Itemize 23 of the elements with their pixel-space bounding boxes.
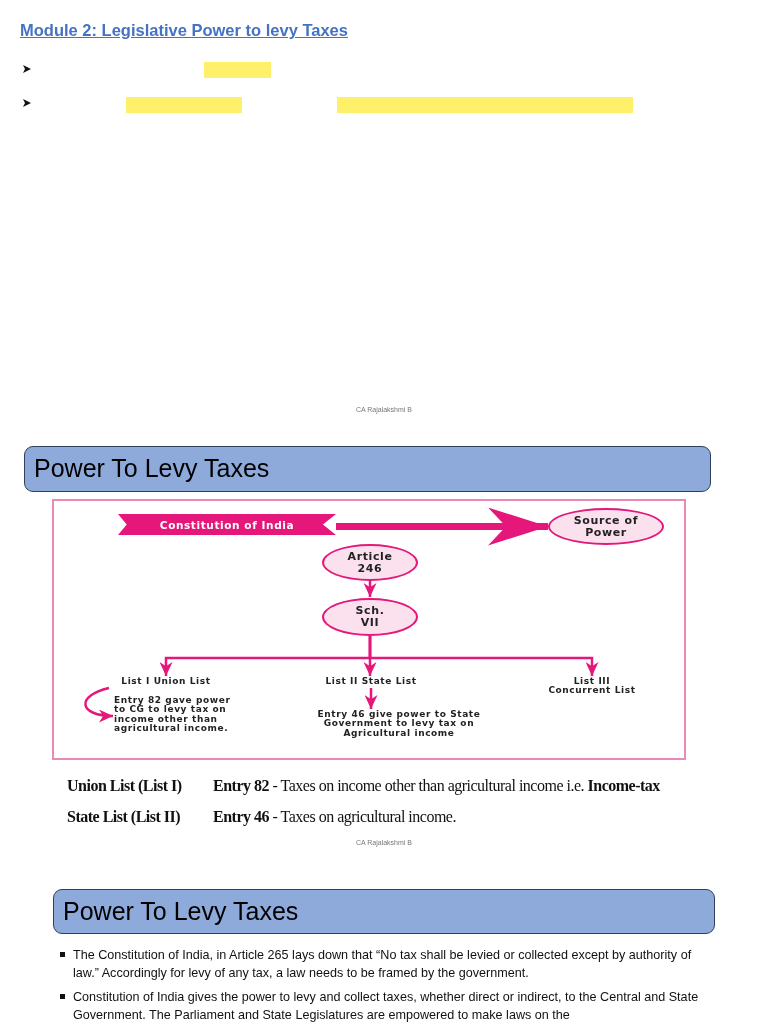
table-cell: State List (List II) bbox=[67, 808, 181, 826]
page-title: Module 2: Legislative Power to levy Taxes bbox=[20, 21, 348, 40]
heading-band: Power To Levy Taxes bbox=[53, 889, 715, 934]
ellipse-node: Sch. VII bbox=[322, 598, 418, 636]
list-label: List I Union List bbox=[110, 677, 222, 688]
arrow bbox=[84, 686, 114, 722]
table-cell: Entry 46 - Taxes on agricultural income. bbox=[213, 808, 456, 826]
ellipse-node: Source of Power bbox=[548, 508, 664, 545]
entry-note: Entry 82 gave power to CG to levy tax on income other than agricultural income. bbox=[114, 696, 234, 754]
table-cell: Entry 82 - Taxes on income other than agricultural income i.e. Income-tax bbox=[213, 777, 660, 795]
ellipse-node: Article 246 bbox=[322, 544, 418, 581]
arrow bbox=[336, 507, 548, 546]
banner: Constitution of India bbox=[118, 514, 336, 535]
bullet-text: The Constitution of India, in Article 265 lays down that “No tax shall be levied or collected except by authority of law.” Accordingly for levy of any tax, a law needs to be framed by the government. bbox=[73, 947, 693, 982]
list-label: List II State List bbox=[306, 677, 436, 688]
heading-band: Power To Levy Taxes bbox=[24, 446, 711, 492]
entry-note: Entry 46 give power to State Government to levy tax on Agricultural income bbox=[292, 710, 506, 740]
arrow bbox=[368, 636, 599, 676]
bullet-text: Constitution of India gives the power to levy and collect taxes, whether direct or indirect, to the Central and State Government. The Parliament and State Legislatures are empowered to make laws on the bbox=[73, 989, 700, 1024]
table-cell: Union List (List I) bbox=[67, 777, 182, 795]
list-label: List III Concurrent List bbox=[526, 677, 658, 698]
arrow bbox=[363, 581, 377, 597]
arrow bbox=[364, 688, 378, 709]
